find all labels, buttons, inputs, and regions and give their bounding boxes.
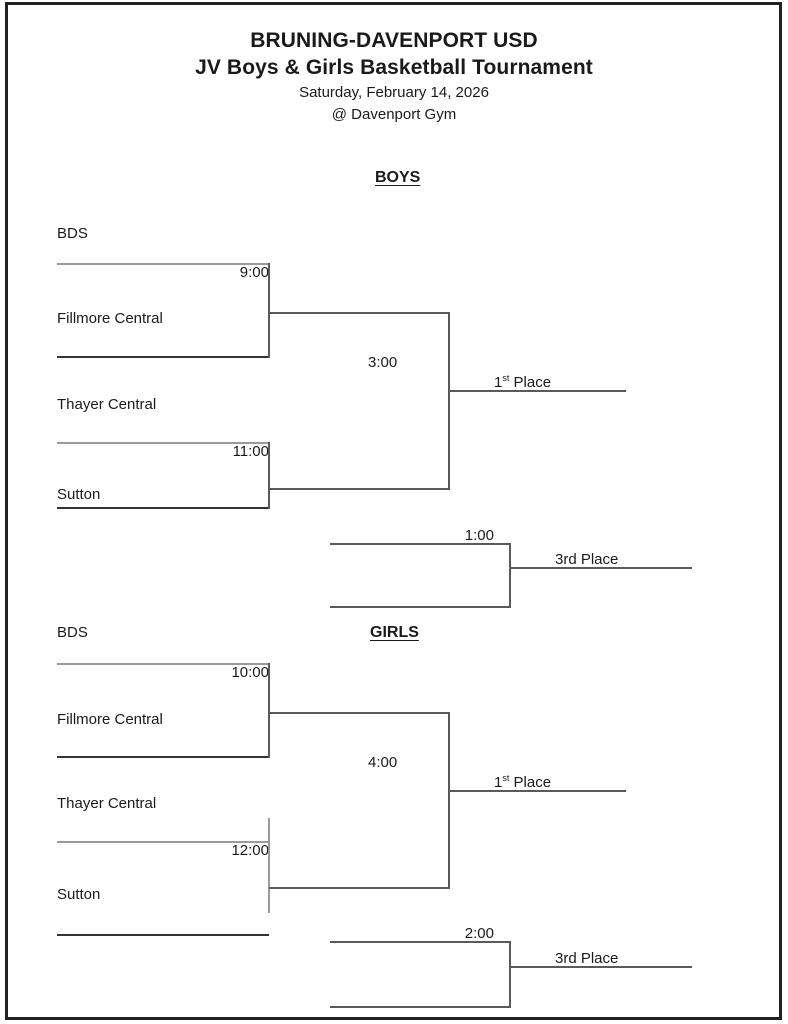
girls-semi2-bottom-line [57, 934, 269, 936]
girls-semi2-team-1: Thayer Central [57, 795, 157, 812]
boys-semi2-connector [268, 442, 270, 509]
girls-semi1-connector [268, 663, 270, 758]
boys-semi1-bottom-line [57, 356, 269, 358]
girls-final-bottom-line [269, 887, 450, 889]
boys-consolation-bottom-line [330, 606, 511, 608]
boys-semi1-top-line [57, 263, 269, 265]
girls-final-time: 4:00 [368, 754, 398, 771]
boys-semi1-connector [268, 263, 270, 358]
girls-final-top-line [269, 712, 450, 714]
boys-third-place-line [510, 567, 692, 569]
division-heading-girls: GIRLS [370, 624, 419, 641]
boys-first-place-text: 1 [494, 374, 503, 391]
girls-semi1-team-2: Fillmore Central [57, 711, 163, 728]
boys-final-time: 3:00 [368, 354, 398, 371]
boys-final-top-line [269, 312, 450, 314]
girls-semi1-bottom-line [57, 756, 269, 758]
page-border-right [779, 2, 782, 1020]
boys-first-place-suffix: Place [509, 374, 552, 391]
page-border-bottom [5, 1017, 782, 1020]
boys-final-connector [448, 312, 450, 490]
girls-third-place-label: 3rd Place [555, 950, 619, 967]
girls-semi2-top-line [57, 841, 269, 843]
girls-final-connector [448, 712, 450, 889]
boys-consolation-top-line [330, 543, 511, 545]
event-date: Saturday, February 14, 2026 [299, 84, 489, 101]
boys-first-place-line [449, 390, 626, 392]
girls-consolation-bottom-line [330, 1006, 511, 1008]
page-title-line-1: BRUNING-DAVENPORT USD [250, 29, 538, 52]
boys-semi2-top-line [57, 442, 269, 444]
girls-consolation-connector [509, 941, 511, 1007]
division-heading-boys: BOYS [375, 169, 421, 186]
girls-first-place-suffix: Place [509, 774, 552, 791]
girls-semi2-time: 12:00 [231, 842, 269, 859]
page-border-left [5, 2, 8, 1020]
girls-semi1-top-line [57, 663, 269, 665]
boys-consolation-time: 1:00 [464, 527, 494, 544]
girls-consolation-top-line [330, 941, 511, 943]
page-title-line-2: JV Boys & Girls Basketball Tournament [195, 56, 593, 79]
girls-third-place-line [510, 966, 692, 968]
girls-semi1-time: 10:00 [231, 664, 269, 681]
boys-semi2-team-1: Thayer Central [57, 396, 157, 413]
event-venue: @ Davenport Gym [331, 106, 457, 123]
girls-first-place-line [449, 790, 626, 792]
document-header: BRUNING-DAVENPORT USD JV Boys & Girls Ba… [0, 28, 788, 126]
girls-semi2-connector [268, 818, 270, 913]
boys-semi2-team-2: Sutton [57, 486, 101, 503]
boys-semi1-time: 9:00 [239, 264, 269, 281]
boys-semi2-bottom-line [57, 507, 269, 509]
boys-seed-label-bds: BDS [57, 225, 88, 242]
boys-first-place-ordinal: st [502, 373, 510, 383]
girls-first-place-text: 1 [494, 774, 503, 791]
page-border-top [5, 2, 782, 5]
girls-first-place-label: 1st Place [494, 773, 552, 792]
boys-semi2-time: 11:00 [232, 443, 269, 460]
girls-seed-label-bds: BDS [57, 624, 88, 641]
boys-consolation-connector [509, 543, 511, 608]
girls-first-place-ordinal: st [502, 773, 510, 783]
boys-semi1-team-2: Fillmore Central [57, 310, 163, 327]
boys-first-place-label: 1st Place [494, 373, 552, 392]
boys-final-bottom-line [269, 488, 450, 490]
boys-third-place-label: 3rd Place [555, 551, 619, 568]
girls-consolation-time: 2:00 [464, 925, 494, 942]
girls-semi2-team-2: Sutton [57, 886, 101, 903]
